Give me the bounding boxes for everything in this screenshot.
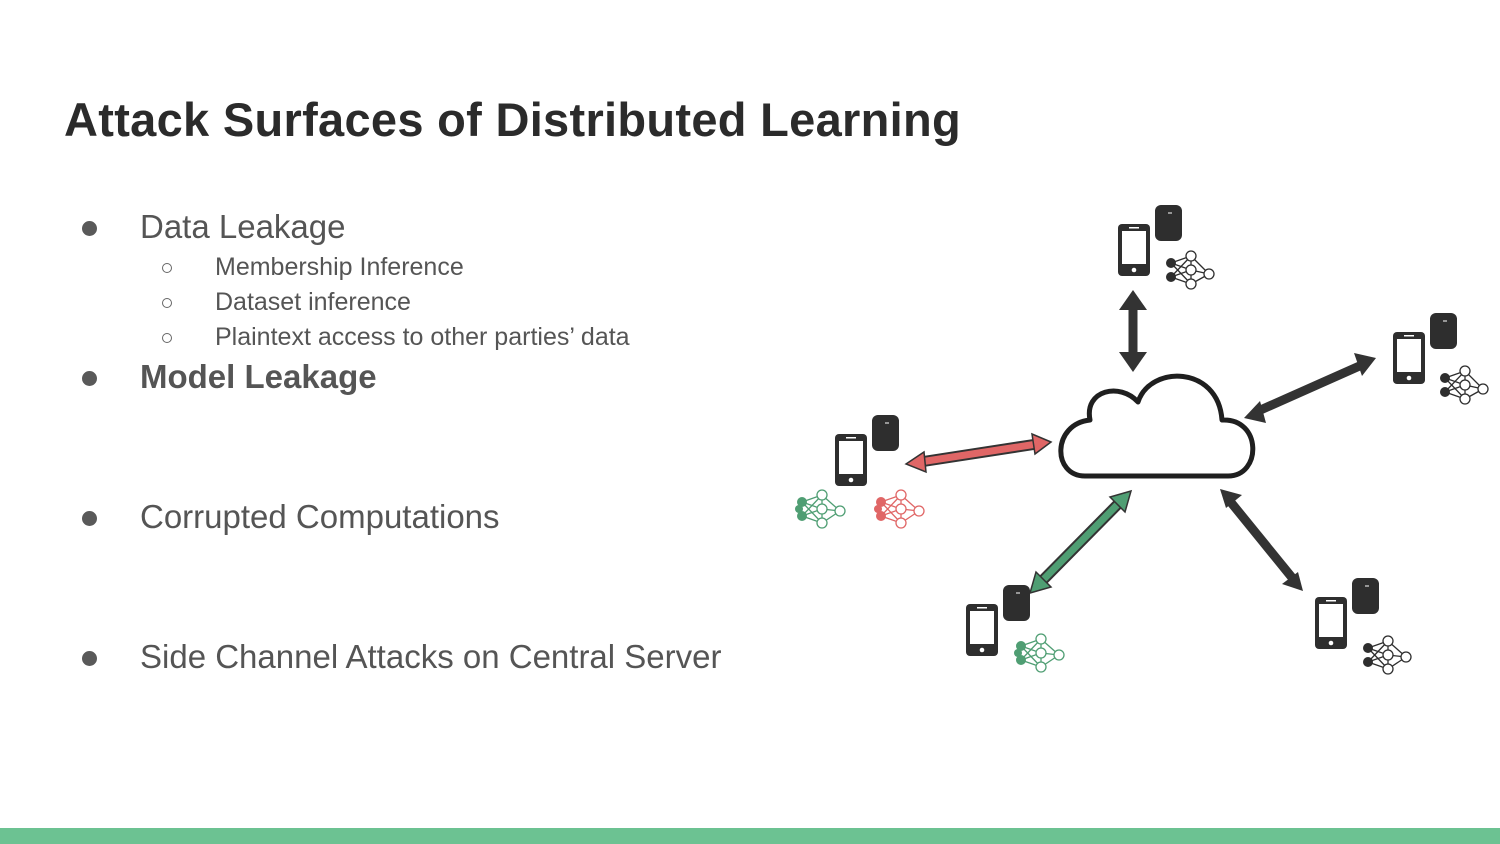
client-right [1393, 312, 1489, 405]
sub-bullet-text: Plaintext access to other parties’ data [215, 323, 630, 351]
smartphone-icon [1315, 597, 1347, 649]
database-icon [1429, 312, 1458, 350]
database-icon [1154, 204, 1183, 242]
client-top [1118, 204, 1215, 290]
sub-bullet-ring [162, 333, 172, 343]
sub-bullet-text: Membership Inference [215, 253, 464, 281]
neural-network-icon-green [1014, 633, 1065, 673]
client-bottom-right [1315, 577, 1412, 675]
smartphone-icon [966, 604, 998, 656]
neural-network-icon [1166, 250, 1215, 290]
sub-bullet-ring [162, 263, 172, 273]
arrow-bottom-right [1220, 489, 1303, 591]
neural-network-icon-green [795, 489, 846, 529]
bullet-dot [82, 221, 97, 236]
bullet-text: Side Channel Attacks on Central Server [140, 638, 722, 675]
arrow-top [1119, 290, 1147, 372]
client-left [795, 414, 925, 529]
neural-network-icon-red [874, 489, 925, 529]
database-icon [871, 414, 900, 452]
bullet-dot [82, 651, 97, 666]
sub-bullet-ring [162, 298, 172, 308]
smartphone-icon [1118, 224, 1150, 276]
bullet-text: Corrupted Computations [140, 498, 500, 535]
arrow-right [1244, 353, 1376, 423]
smartphone-icon [1393, 332, 1425, 384]
cloud-server-icon [1058, 373, 1256, 479]
footer-accent-bar [0, 828, 1500, 844]
bullet-dot [82, 511, 97, 526]
slide-title: Attack Surfaces of Distributed Learning [64, 93, 962, 146]
bullet-dot [82, 371, 97, 386]
arrow-bottom-left-green [1028, 489, 1133, 595]
neural-network-icon [1440, 365, 1489, 405]
bullet-text: Model Leakage [140, 358, 377, 395]
arrow-left-red [904, 432, 1053, 474]
sub-bullet-text: Dataset inference [215, 288, 411, 316]
bullet-list: Data Leakage Membership Inference Datase… [82, 208, 722, 675]
database-icon [1351, 577, 1380, 615]
database-icon [1002, 584, 1031, 622]
bullet-text: Data Leakage [140, 208, 346, 245]
smartphone-icon [835, 434, 867, 486]
neural-network-icon [1363, 635, 1412, 675]
client-bottom-left [966, 584, 1065, 673]
